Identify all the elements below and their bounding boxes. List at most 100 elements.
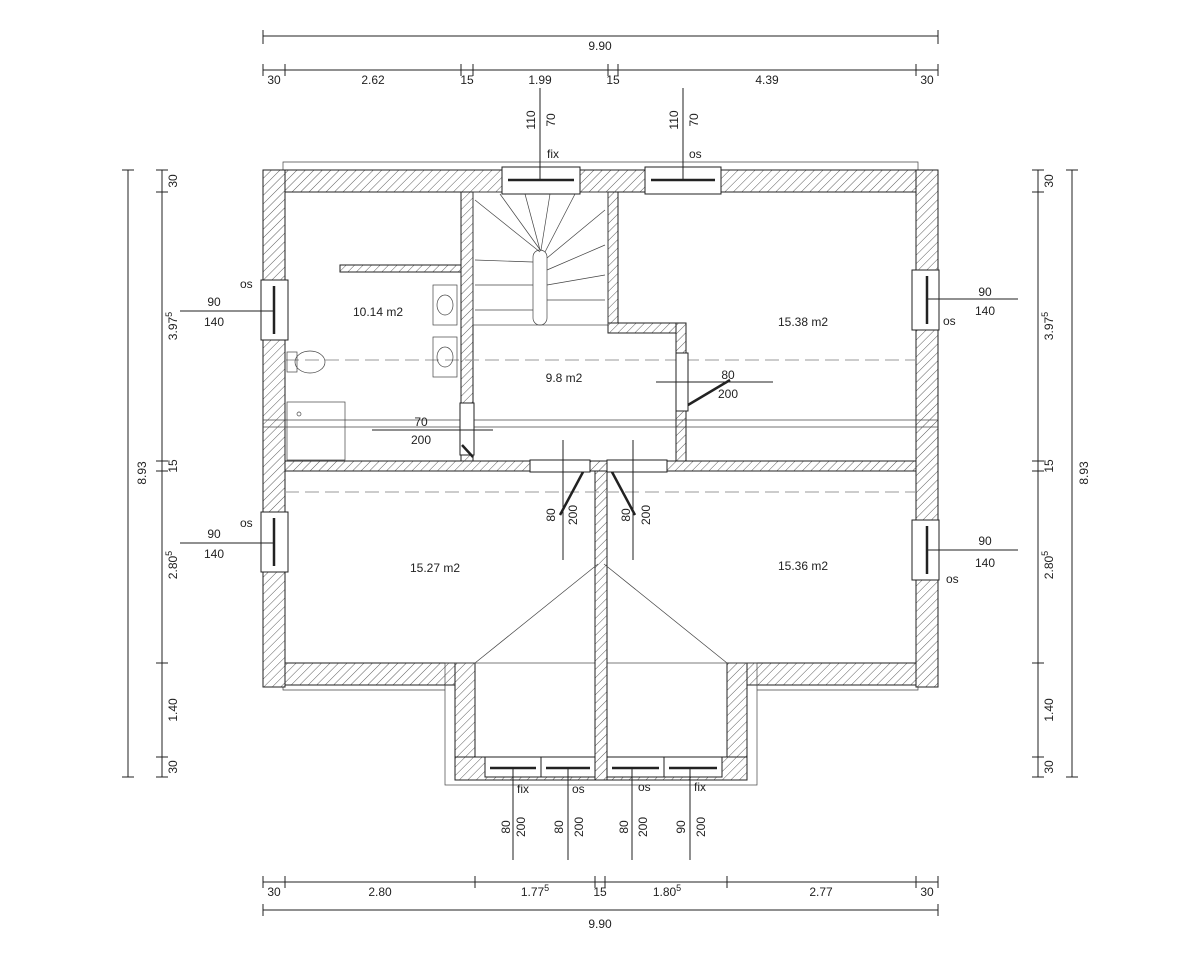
window-top-1: fix 110 70 — [501, 88, 581, 195]
door-southwest-room: 80 200 — [529, 440, 591, 560]
window-width: 90 — [207, 527, 221, 541]
window-type: os — [689, 147, 702, 161]
window-width: 110 — [524, 110, 538, 129]
window-type: os — [943, 314, 956, 328]
window-height: 140 — [204, 547, 224, 561]
door-southeast-room: 80 200 — [606, 440, 668, 560]
door-height: 200 — [411, 433, 431, 447]
door-width: 70 — [414, 415, 428, 429]
window-width: 110 — [667, 110, 681, 129]
dim-label: 3.975 — [1040, 312, 1056, 340]
window-type: os — [572, 782, 585, 796]
dim-label: 1.40 — [166, 698, 180, 722]
doors: 70 200 80 200 80 200 80 200 — [372, 352, 773, 560]
dim-label: 30 — [267, 73, 281, 87]
window-type: os — [240, 516, 253, 530]
shower-icon — [286, 401, 346, 461]
window-height: 140 — [204, 315, 224, 329]
window-width: 90 — [978, 285, 992, 299]
bottom-dimensions: 30 2.80 1.775 15 1.805 2.77 30 9.90 — [262, 876, 939, 931]
window-height: 70 — [687, 113, 701, 127]
door-height: 200 — [566, 505, 580, 525]
dim-label: 15 — [166, 459, 180, 473]
dim-label: 2.62 — [361, 73, 385, 87]
window-type: os — [240, 277, 253, 291]
left-dimensions: 8.93 30 3.975 15 2.805 1.40 30 — [122, 169, 180, 778]
window-bottom-2: os 80 200 — [540, 756, 596, 860]
room-area-hallway: 9.8 m2 — [546, 371, 583, 385]
sink-icon — [432, 336, 458, 378]
window-width: 90 — [674, 820, 688, 834]
dim-label: 15 — [460, 73, 474, 87]
dim-label: 4.39 — [755, 73, 779, 87]
right-dimensions: 8.93 30 3.975 15 2.805 1.40 30 — [1032, 169, 1091, 778]
dim-label: 30 — [267, 885, 281, 899]
window-top-2: os 110 70 — [644, 88, 722, 195]
dim-label: 30 — [166, 760, 180, 774]
dim-label: 1.775 — [521, 883, 549, 899]
window-right-1: os 90 140 — [911, 269, 1018, 331]
dim-label: 30 — [920, 885, 934, 899]
bathroom-fixtures — [286, 284, 458, 461]
room-area-southwest: 15.27 m2 — [410, 561, 460, 575]
window-height: 200 — [694, 817, 708, 837]
bottom-overall-dimension: 9.90 — [588, 917, 612, 931]
dim-label: 30 — [920, 73, 934, 87]
window-height: 140 — [975, 556, 995, 570]
dim-label: 2.80 — [368, 885, 392, 899]
top-dimensions: 9.90 30 2.62 15 1.99 15 4.39 30 — [262, 30, 939, 87]
window-type: fix — [547, 147, 559, 161]
dim-label: 30 — [1042, 174, 1056, 188]
door-width: 80 — [619, 508, 633, 522]
window-width: 80 — [552, 820, 566, 834]
window-right-2: os 90 140 — [911, 519, 1018, 586]
window-type: fix — [694, 780, 706, 794]
window-bottom-3: os 80 200 — [606, 756, 665, 860]
dim-label: 2.77 — [809, 885, 833, 899]
door-height: 200 — [639, 505, 653, 525]
left-overall-dimension: 8.93 — [135, 461, 149, 485]
window-type: os — [638, 780, 651, 794]
dim-label: 30 — [166, 174, 180, 188]
dim-label: 1.40 — [1042, 698, 1056, 722]
window-bottom-4: fix 90 200 — [663, 756, 723, 860]
dim-label: 2.805 — [1040, 551, 1056, 579]
window-height: 200 — [636, 817, 650, 837]
window-width: 90 — [978, 534, 992, 548]
dim-label: 15 — [606, 73, 620, 87]
right-overall-dimension: 8.93 — [1077, 461, 1091, 485]
window-width: 80 — [499, 820, 513, 834]
room-area-bathroom: 10.14 m2 — [353, 305, 403, 319]
window-width: 80 — [617, 820, 631, 834]
window-height: 200 — [514, 817, 528, 837]
windows: fix 110 70 os 110 70 os 90 140 os 90 140 — [180, 88, 1018, 860]
window-left-2: os 90 140 — [180, 511, 289, 573]
dim-label: 1.805 — [653, 883, 681, 899]
door-height: 200 — [718, 387, 738, 401]
door-width: 80 — [544, 508, 558, 522]
sink-icon — [432, 284, 458, 326]
window-type: os — [946, 572, 959, 586]
window-width: 90 — [207, 295, 221, 309]
window-height: 70 — [544, 113, 558, 127]
dim-label: 2.805 — [164, 551, 180, 579]
window-height: 200 — [572, 817, 586, 837]
dim-label: 3.975 — [164, 312, 180, 340]
room-area-northeast: 15.38 m2 — [778, 315, 828, 329]
top-overall-dimension: 9.90 — [588, 39, 612, 53]
door-width: 80 — [721, 368, 735, 382]
door-northeast-room: 80 200 — [656, 352, 773, 412]
window-left-1: os 90 140 — [180, 277, 289, 341]
window-bottom-1: fix 80 200 — [484, 756, 542, 860]
toilet-icon — [286, 350, 326, 374]
window-type: fix — [517, 782, 529, 796]
dim-label: 1.99 — [528, 73, 552, 87]
dim-label: 30 — [1042, 760, 1056, 774]
room-area-southeast: 15.36 m2 — [778, 559, 828, 573]
room-labels: 10.14 m2 9.8 m2 15.38 m2 15.27 m2 15.36 … — [353, 305, 828, 575]
dim-label: 15 — [593, 885, 607, 899]
staircase — [472, 191, 609, 326]
walls — [262, 161, 939, 786]
window-height: 140 — [975, 304, 995, 318]
